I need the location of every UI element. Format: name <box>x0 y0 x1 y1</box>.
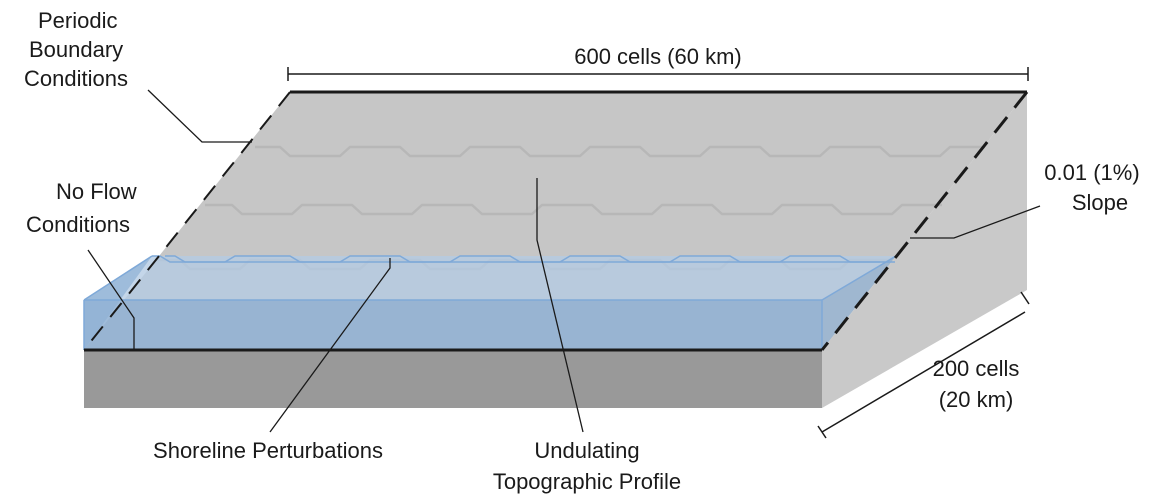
right-side-face <box>822 92 1027 408</box>
width-dimension <box>287 67 1029 81</box>
left-periodic-boundary <box>83 91 291 351</box>
label-shoreline: Shoreline Perturbations <box>153 438 383 463</box>
undulating-leader <box>536 178 584 433</box>
water-body <box>83 255 897 350</box>
shoreline-leader <box>269 258 391 433</box>
label-depth-line1: 200 cells <box>933 356 1020 381</box>
label-undulating-line1: Undulating <box>534 438 639 463</box>
block-outlines <box>83 90 1029 352</box>
label-noflow-line2: Conditions <box>26 212 130 237</box>
label-periodic-line1: Periodic <box>38 8 117 33</box>
label-slope-line2: Slope <box>1072 190 1128 215</box>
label-noflow-line1: No Flow <box>56 179 137 204</box>
noflow-leader <box>87 249 135 350</box>
label-periodic-line2: Boundary <box>29 37 123 62</box>
slope-leader <box>910 205 1041 239</box>
right-periodic-boundary <box>820 91 1029 351</box>
periodic-leader <box>147 89 252 143</box>
depth-dimension <box>817 291 1030 439</box>
label-slope-line1: 0.01 (1%) <box>1044 160 1139 185</box>
label-width-dimension: 600 cells (60 km) <box>574 44 742 69</box>
water-wedge-left <box>84 256 152 350</box>
leader-lines <box>87 89 1041 433</box>
water-top-surface <box>84 256 896 300</box>
label-periodic-line3: Conditions <box>24 66 128 91</box>
label-undulating-line2: Topographic Profile <box>493 469 681 494</box>
front-face <box>84 350 822 408</box>
water-front-face <box>84 300 822 350</box>
shoreline-perturbations-line <box>165 255 880 263</box>
label-depth-line2: (20 km) <box>939 387 1014 412</box>
